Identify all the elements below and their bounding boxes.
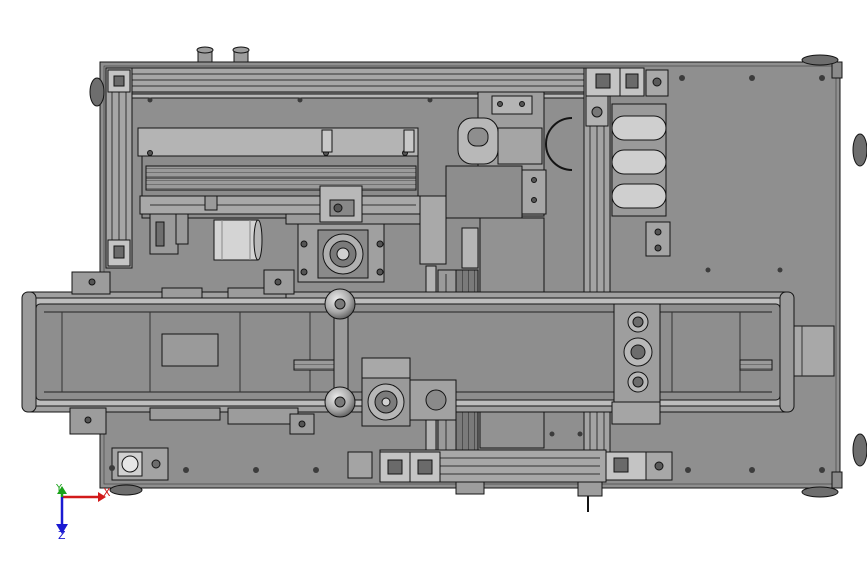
top-connectors [196, 46, 250, 63]
cable-clip-fixture [545, 103, 667, 217]
idler-rollers [324, 288, 356, 418]
left-frame-column [105, 67, 133, 269]
roller-drum [213, 219, 263, 261]
bottom-frame-rail [379, 449, 673, 483]
right-mount-bracket [645, 221, 671, 257]
fastener-holes [109, 75, 825, 473]
caster-wheels [89, 54, 867, 498]
bottom-connectors [455, 481, 603, 512]
switch-box [111, 447, 169, 481]
motor-carriage [297, 185, 385, 283]
conveyor-lower-brackets [69, 407, 315, 435]
x-axis-label: X [103, 486, 111, 499]
horizontal-linear-module [137, 127, 427, 225]
z-axis-label: Z [58, 529, 66, 542]
y-axis-label: Y [56, 483, 63, 494]
top-frame-rail [105, 67, 595, 99]
left-standoff-brackets [149, 195, 218, 255]
right-drive-unit [611, 303, 661, 425]
coordinate-triad [56, 486, 106, 534]
conveyor-upper-brackets [71, 269, 295, 299]
lower-motor-gearbox [347, 357, 457, 479]
